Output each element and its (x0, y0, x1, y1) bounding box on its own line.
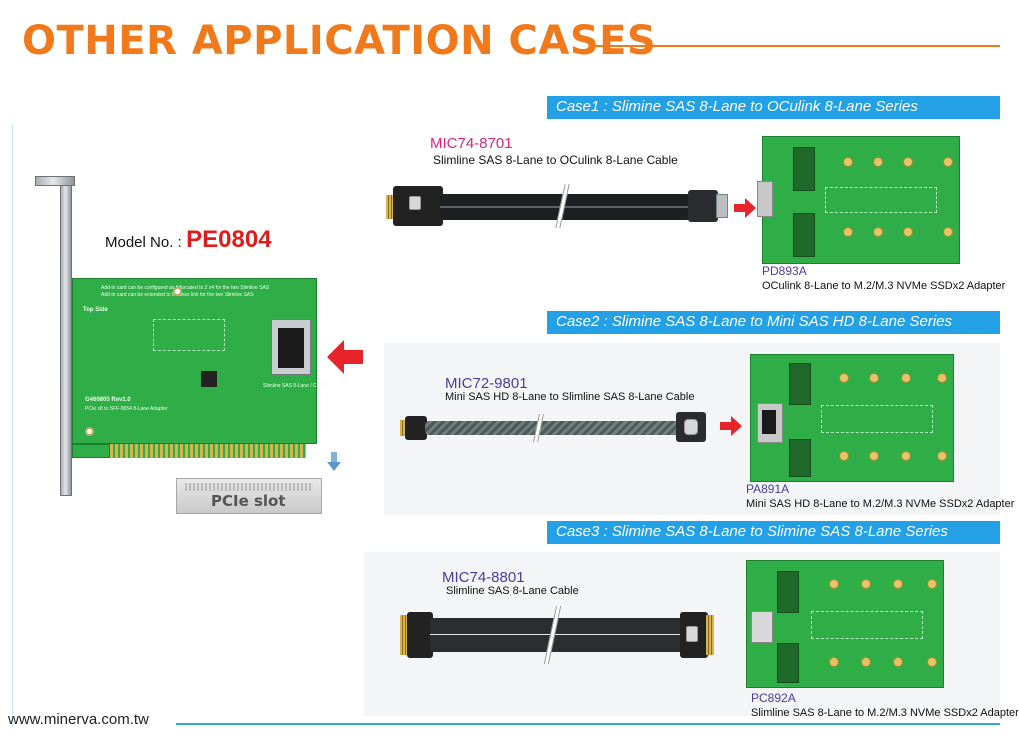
pd893a-adapter-board (757, 136, 960, 264)
board-conn-label: Slimline SAS 8-Lane / CONN (263, 383, 328, 389)
m2-slot (789, 439, 811, 477)
standoff (937, 451, 947, 461)
m2-slot (777, 571, 799, 613)
case2-minisas-hd-plug (676, 412, 706, 442)
board-components (825, 187, 937, 213)
standoff (843, 157, 853, 167)
card-tab (72, 444, 110, 458)
case3-cable-gold-contact (706, 615, 714, 655)
case2-cable-gold-contact (400, 420, 406, 436)
case1-adapter-code: PD893A (762, 264, 807, 278)
pci-bracket (60, 182, 72, 496)
board-components (811, 611, 923, 639)
case1-oculink-plug (688, 190, 718, 222)
standoff (927, 657, 937, 667)
model-value: PE0804 (186, 226, 272, 253)
case1-adapter-desc: OCulink 8-Lane to M.2/M.3 NVMe SSDx2 Ada… (762, 280, 1006, 292)
pcie-gold-fingers (110, 444, 306, 458)
standoff (869, 373, 879, 383)
board-components (153, 319, 225, 351)
case1-cable-code: MIC74-8701 (430, 135, 513, 152)
case1-header: Case1 : Slimine SAS 8-Lane to OCulink 8-… (547, 96, 1000, 118)
standoff (943, 157, 953, 167)
standoff (829, 657, 839, 667)
minisas-hd-port (757, 403, 783, 443)
standoff (869, 451, 879, 461)
red-arrow-right-icon (720, 416, 742, 441)
case2-adapter-desc: Mini SAS HD 8-Lane to M.2/M.3 NVMe SSDx2… (746, 498, 1015, 510)
case1-slimline-plug (393, 186, 443, 226)
case3-cable-desc: Slimline SAS 8-Lane Cable (446, 585, 579, 597)
pa891a-adapter-board (750, 354, 954, 482)
page-title: OTHER APPLICATION CASES (22, 18, 657, 64)
left-divider (12, 124, 13, 727)
case3-header: Case3 : Slimine SAS 8-Lane to Slimine SA… (547, 521, 1000, 543)
pc892a-adapter-board (746, 560, 944, 688)
standoff (893, 579, 903, 589)
mount-hole (85, 427, 94, 436)
blue-arrow-down-icon (327, 452, 341, 477)
case2-rule (547, 333, 1000, 334)
slimline-sas-connector (271, 319, 311, 375)
board-desc: PCIe x8 to SFF-8654 8-Lane Adapter (85, 406, 168, 412)
standoff (937, 373, 947, 383)
pcie-slot-label: PCIe slot (211, 492, 286, 510)
case2-cable-desc: Mini SAS HD 8-Lane to Slimline SAS 8-Lan… (445, 391, 695, 403)
board-note-1: Add-in card can be configured as bifurca… (101, 285, 270, 291)
case2-header: Case2 : Slimine SAS 8-Lane to Mini SAS H… (547, 311, 1000, 333)
m2-slot (793, 213, 815, 257)
case3-adapter-desc: Slimline SAS 8-Lane to M.2/M.3 NVMe SSDx… (751, 707, 1019, 719)
standoff (893, 657, 903, 667)
case1-oculink-tip (716, 194, 728, 218)
case3-slimline-plug-right (680, 612, 708, 658)
pcie-slot: PCIe slot (176, 478, 322, 514)
case2-adapter-code: PA891A (746, 482, 790, 496)
red-arrow-left-icon (327, 340, 363, 379)
standoff (901, 451, 911, 461)
title-rule (594, 45, 1000, 47)
case3-slimline-plug-left (407, 612, 433, 658)
pci-bracket-top (35, 176, 75, 186)
standoff (839, 451, 849, 461)
red-arrow-right-icon (734, 198, 756, 223)
case1-cable-desc: Slimline SAS 8-Lane to OCulink 8-Lane Ca… (433, 153, 678, 167)
m2-slot (793, 147, 815, 191)
standoff (943, 227, 953, 237)
standoff (903, 157, 913, 167)
case1-cable-gold-contact (386, 195, 394, 219)
oculink-port (757, 181, 773, 217)
board-top-side: Top Side (83, 307, 108, 313)
standoff (873, 157, 883, 167)
pe0804-card: Add-in card can be configured as bifurca… (72, 278, 328, 444)
model-label: Model No. : (105, 234, 182, 251)
board-rev: G460805 Rev1.0 (85, 397, 131, 403)
m2-slot (777, 643, 799, 683)
model-number: Model No. : PE0804 (105, 226, 272, 254)
case3-flat-cable (430, 618, 686, 652)
case3-cable-gold-contact (400, 615, 408, 655)
case2-braided-cable (425, 421, 679, 435)
standoff (927, 579, 937, 589)
standoff (901, 373, 911, 383)
standoff (861, 579, 871, 589)
standoff (829, 579, 839, 589)
standoff (903, 227, 913, 237)
case3-adapter-code: PC892A (751, 691, 796, 705)
m2-slot (789, 363, 811, 405)
standoff (861, 657, 871, 667)
case2-cable-code: MIC72-9801 (445, 375, 528, 392)
footer-rule (176, 723, 1000, 725)
standoff (843, 227, 853, 237)
board-chip (201, 371, 217, 387)
website-url: www.minerva.com.tw (8, 711, 149, 728)
board-components (821, 405, 933, 433)
case3-cable-code: MIC74-8801 (442, 569, 525, 586)
standoff (839, 373, 849, 383)
case2-slimline-plug (405, 416, 427, 440)
slimline-sas-port (751, 611, 773, 643)
case1-rule (547, 118, 1000, 119)
case3-rule (547, 543, 1000, 544)
mount-hole (173, 287, 182, 296)
standoff (873, 227, 883, 237)
